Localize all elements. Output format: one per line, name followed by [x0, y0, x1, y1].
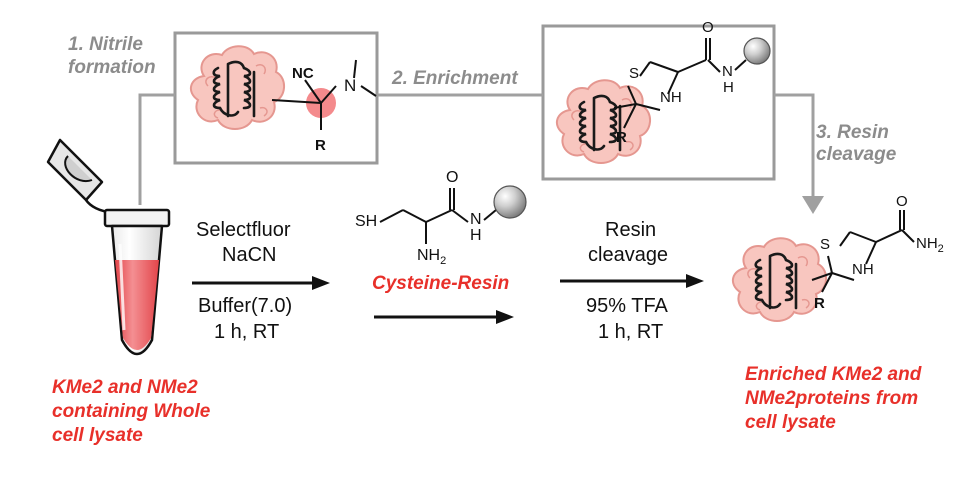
atom-h-box2: H — [723, 79, 734, 96]
reaction2-reagent-line2: cleavage — [588, 244, 669, 266]
box-nitrile-intermediate — [173, 31, 379, 165]
box-enrichment-intermediate — [541, 24, 776, 181]
atom-o-product: O — [896, 193, 908, 210]
step-1-label-line1: 1. Nitrile — [68, 34, 143, 55]
connector-arrowhead — [802, 196, 824, 214]
atom-sh: SH — [355, 213, 378, 230]
thiazolidine-resin-structure — [613, 38, 747, 129]
cysteine-resin-structure — [379, 188, 497, 244]
start-label-line3: cell lysate — [52, 425, 143, 446]
atom-nh-product: NH — [852, 261, 874, 278]
product-label-line3: cell lysate — [745, 412, 836, 433]
reaction2-reagent-line1: Resin — [605, 219, 657, 241]
atom-n-cysteine: N — [470, 211, 482, 228]
atom-n-box1: N — [344, 76, 357, 95]
reaction2-condition-line1: 95% TFA — [586, 295, 668, 317]
atom-nc: NC — [292, 65, 314, 82]
start-label-line2: containing Whole — [52, 401, 211, 422]
atom-o-box2: O — [702, 19, 714, 36]
atom-o-cysteine: O — [446, 169, 459, 186]
microcentrifuge-tube — [46, 138, 171, 356]
cysteine-resin-label: Cysteine-Resin — [372, 273, 510, 294]
connector-tube-to-box1 — [138, 93, 175, 205]
reaction1-reagent-line2: NaCN — [222, 244, 277, 266]
nitrile-structure — [271, 59, 377, 130]
step-3-label-line1: 3. Resin — [816, 122, 889, 143]
reaction1-condition-line2: 1 h, RT — [214, 321, 280, 343]
reaction-arrow-3 — [560, 274, 704, 288]
atom-n-box2: N — [722, 63, 733, 80]
atom-s-box2: S — [629, 65, 640, 82]
start-label-line1: KMe2 and NMe2 — [52, 377, 198, 398]
atom-r-box1: R — [315, 137, 326, 154]
resin-bead-cysteine — [493, 185, 527, 219]
step-1-label-line2: formation — [68, 57, 156, 78]
atom-h-cysteine: H — [470, 227, 482, 244]
atom-nh-box2: NH — [660, 89, 682, 106]
product-label-line1: Enriched KMe2 and — [745, 364, 922, 385]
product-structure — [811, 210, 915, 293]
step-2-label: 2. Enrichment — [392, 68, 518, 89]
atom-nh2-cysteine: NH2 — [417, 247, 447, 268]
product-label-line2: NMe2proteins from — [745, 388, 919, 409]
protein-blob-box1 — [189, 44, 286, 131]
atom-r-product: R — [814, 295, 825, 312]
reaction-arrow-1 — [192, 276, 330, 290]
connector-box2-to-product — [774, 93, 815, 205]
atom-s-product: S — [820, 236, 831, 253]
reaction-arrow-2 — [374, 310, 514, 324]
protein-blob-box2 — [555, 78, 652, 165]
reaction1-reagent-line1: Selectfluor — [196, 219, 291, 241]
reaction1-condition-line1: Buffer(7.0) — [198, 295, 293, 317]
atom-r-box2: R — [616, 129, 627, 146]
step-3-label-line2: cleavage — [816, 144, 897, 165]
resin-bead-box2 — [743, 37, 771, 65]
reaction2-condition-line2: 1 h, RT — [598, 321, 664, 343]
atom-nh2-product: NH2 — [916, 235, 944, 256]
